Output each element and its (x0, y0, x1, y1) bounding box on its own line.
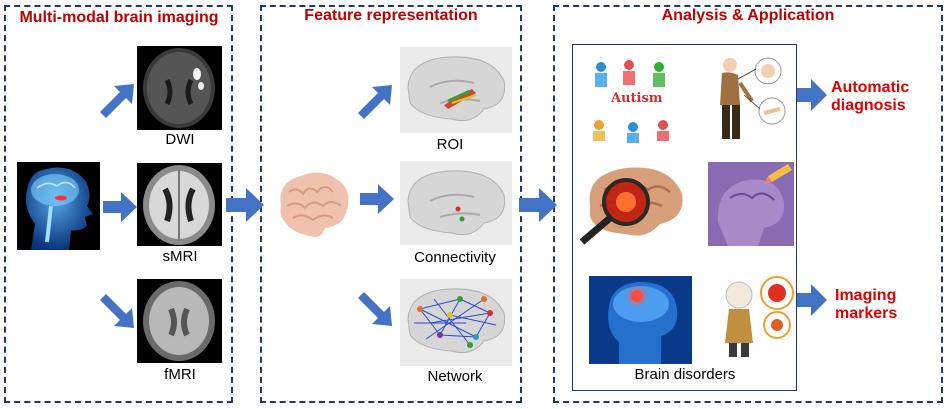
arrow-to-smri (103, 192, 137, 222)
elderly-man-illustration (700, 55, 793, 145)
output-line: diagnosis (831, 97, 906, 114)
output-line: Automatic (831, 79, 910, 96)
output-automatic-diagnosis: Automatic diagnosis (831, 79, 909, 115)
feature-label-network: Network (427, 368, 483, 385)
feature-label-roi: ROI (436, 136, 464, 153)
arrow-to-dwi (100, 84, 134, 118)
arrow-to-imaging-markers (797, 284, 827, 316)
arrow-middle-to-right (519, 188, 557, 222)
head-brain-image (17, 162, 100, 250)
arrow-to-roi (358, 85, 392, 119)
connectivity-brain-image (400, 161, 512, 245)
feature-label-connectivity: Connectivity (414, 249, 496, 266)
modality-label-dwi: DWI (165, 131, 195, 148)
output-imaging-markers: Imaging markers (835, 287, 897, 323)
arrow-to-network (358, 292, 392, 326)
right-panel-title: Analysis & Application (661, 7, 835, 24)
roi-brain-image (400, 47, 512, 133)
network-brain-image (400, 279, 512, 366)
brain-image (271, 166, 355, 242)
dwi-scan-image (137, 46, 222, 130)
left-panel-title: Multi-modal brain imaging (19, 9, 219, 26)
middle-panel-title: Feature representation (304, 7, 478, 24)
output-line: Imaging (835, 287, 897, 304)
blue-brain-head-illustration (589, 276, 692, 364)
arrow-to-connectivity (360, 184, 394, 214)
modality-label-smri: sMRI (162, 248, 198, 265)
fmri-scan-image (137, 279, 222, 363)
autism-text: Autism (611, 91, 663, 106)
autism-illustration: Autism (589, 55, 674, 143)
output-line: markers (835, 305, 898, 322)
modality-label-fmri: fMRI (164, 366, 196, 383)
arrow-to-fmri (100, 294, 134, 328)
arrow-left-to-middle (226, 188, 264, 222)
brain-disorders-caption: Brain disorders (634, 366, 736, 383)
brain-magnifier-illustration (576, 160, 690, 246)
smri-scan-image (137, 163, 222, 246)
memory-loss-illustration (708, 162, 794, 246)
arrow-to-automatic-diagnosis (797, 79, 827, 111)
elderly-headache-illustration (715, 273, 798, 359)
